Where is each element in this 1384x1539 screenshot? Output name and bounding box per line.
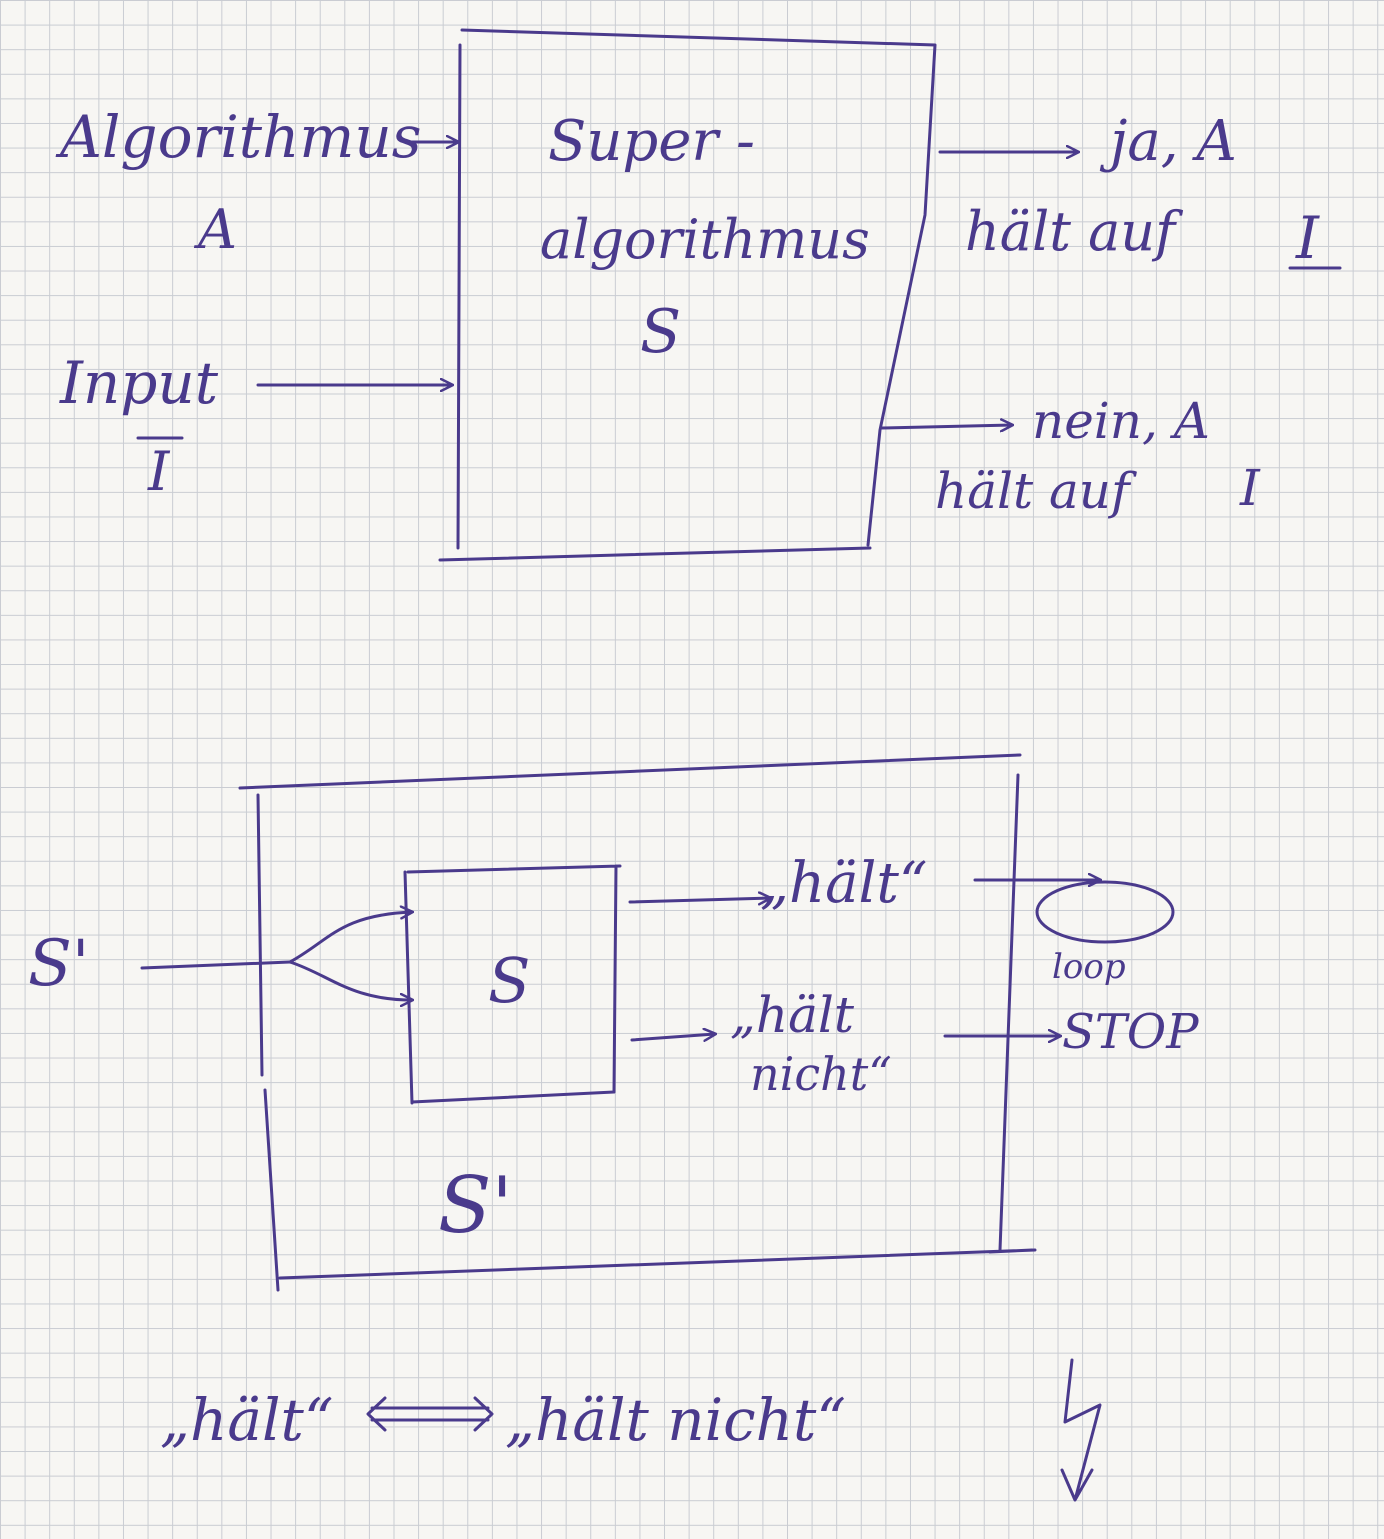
equivalence-arrow bbox=[366, 1396, 494, 1432]
conclusion: „hält“ „hält nicht“ ↯ bbox=[160, 1358, 1121, 1502]
conclusion-left: „hält“ bbox=[160, 1386, 334, 1454]
contradiction-symbol: ↯ bbox=[1120, 1444, 1121, 1446]
input-input-label: Input bbox=[59, 349, 219, 417]
input-algorithm-symbol: A bbox=[193, 198, 237, 261]
outer-box-s-prime bbox=[238, 753, 1037, 1292]
fork-lower bbox=[288, 960, 412, 1000]
out-no-line1: nein, A bbox=[1032, 392, 1210, 450]
input-line bbox=[140, 960, 292, 970]
box-title-line2: algorithmus bbox=[540, 208, 870, 271]
input-input-symbol: I bbox=[147, 440, 171, 503]
out-not-halts-line1: „hält bbox=[730, 986, 855, 1044]
no-arrow bbox=[880, 425, 1012, 428]
out-not-halts-line2: nicht“ bbox=[750, 1047, 892, 1101]
super-algorithm-box bbox=[438, 28, 937, 562]
out-halts: „hält“ bbox=[760, 851, 928, 916]
out-no-symbol: I bbox=[1239, 459, 1261, 517]
box-symbol: S bbox=[640, 297, 681, 367]
not-halts-arrow bbox=[630, 1034, 715, 1040]
inner-box-s bbox=[403, 864, 622, 1105]
contradiction-icon bbox=[1060, 1358, 1102, 1502]
fork-upper bbox=[288, 912, 412, 964]
out-yes-line1: ja, A bbox=[1099, 109, 1237, 174]
top-diagram: Algorithmus A Input I Super - algorithmu… bbox=[55, 28, 1342, 562]
input-s-prime: S' bbox=[28, 927, 89, 1001]
box-title-line1: Super - bbox=[548, 109, 755, 174]
halts-arrow bbox=[628, 898, 770, 902]
out-yes-symbol: I bbox=[1295, 204, 1320, 272]
conclusion-right: „hält nicht“ bbox=[505, 1386, 846, 1454]
out-yes-line2: hält auf bbox=[965, 200, 1183, 263]
stop-label: STOP bbox=[1062, 1004, 1199, 1060]
out-no-line2: hält auf bbox=[935, 462, 1137, 520]
loop-label: loop bbox=[1052, 947, 1126, 987]
outer-box-symbol: S' bbox=[438, 1161, 513, 1251]
inner-box-symbol: S bbox=[488, 944, 530, 1017]
loop-symbol bbox=[1035, 880, 1175, 944]
bottom-diagram: S S' „hält“ loop „hält nicht“ STOP S' bbox=[28, 753, 1199, 1292]
input-algorithm-label: Algorithmus bbox=[55, 103, 422, 171]
